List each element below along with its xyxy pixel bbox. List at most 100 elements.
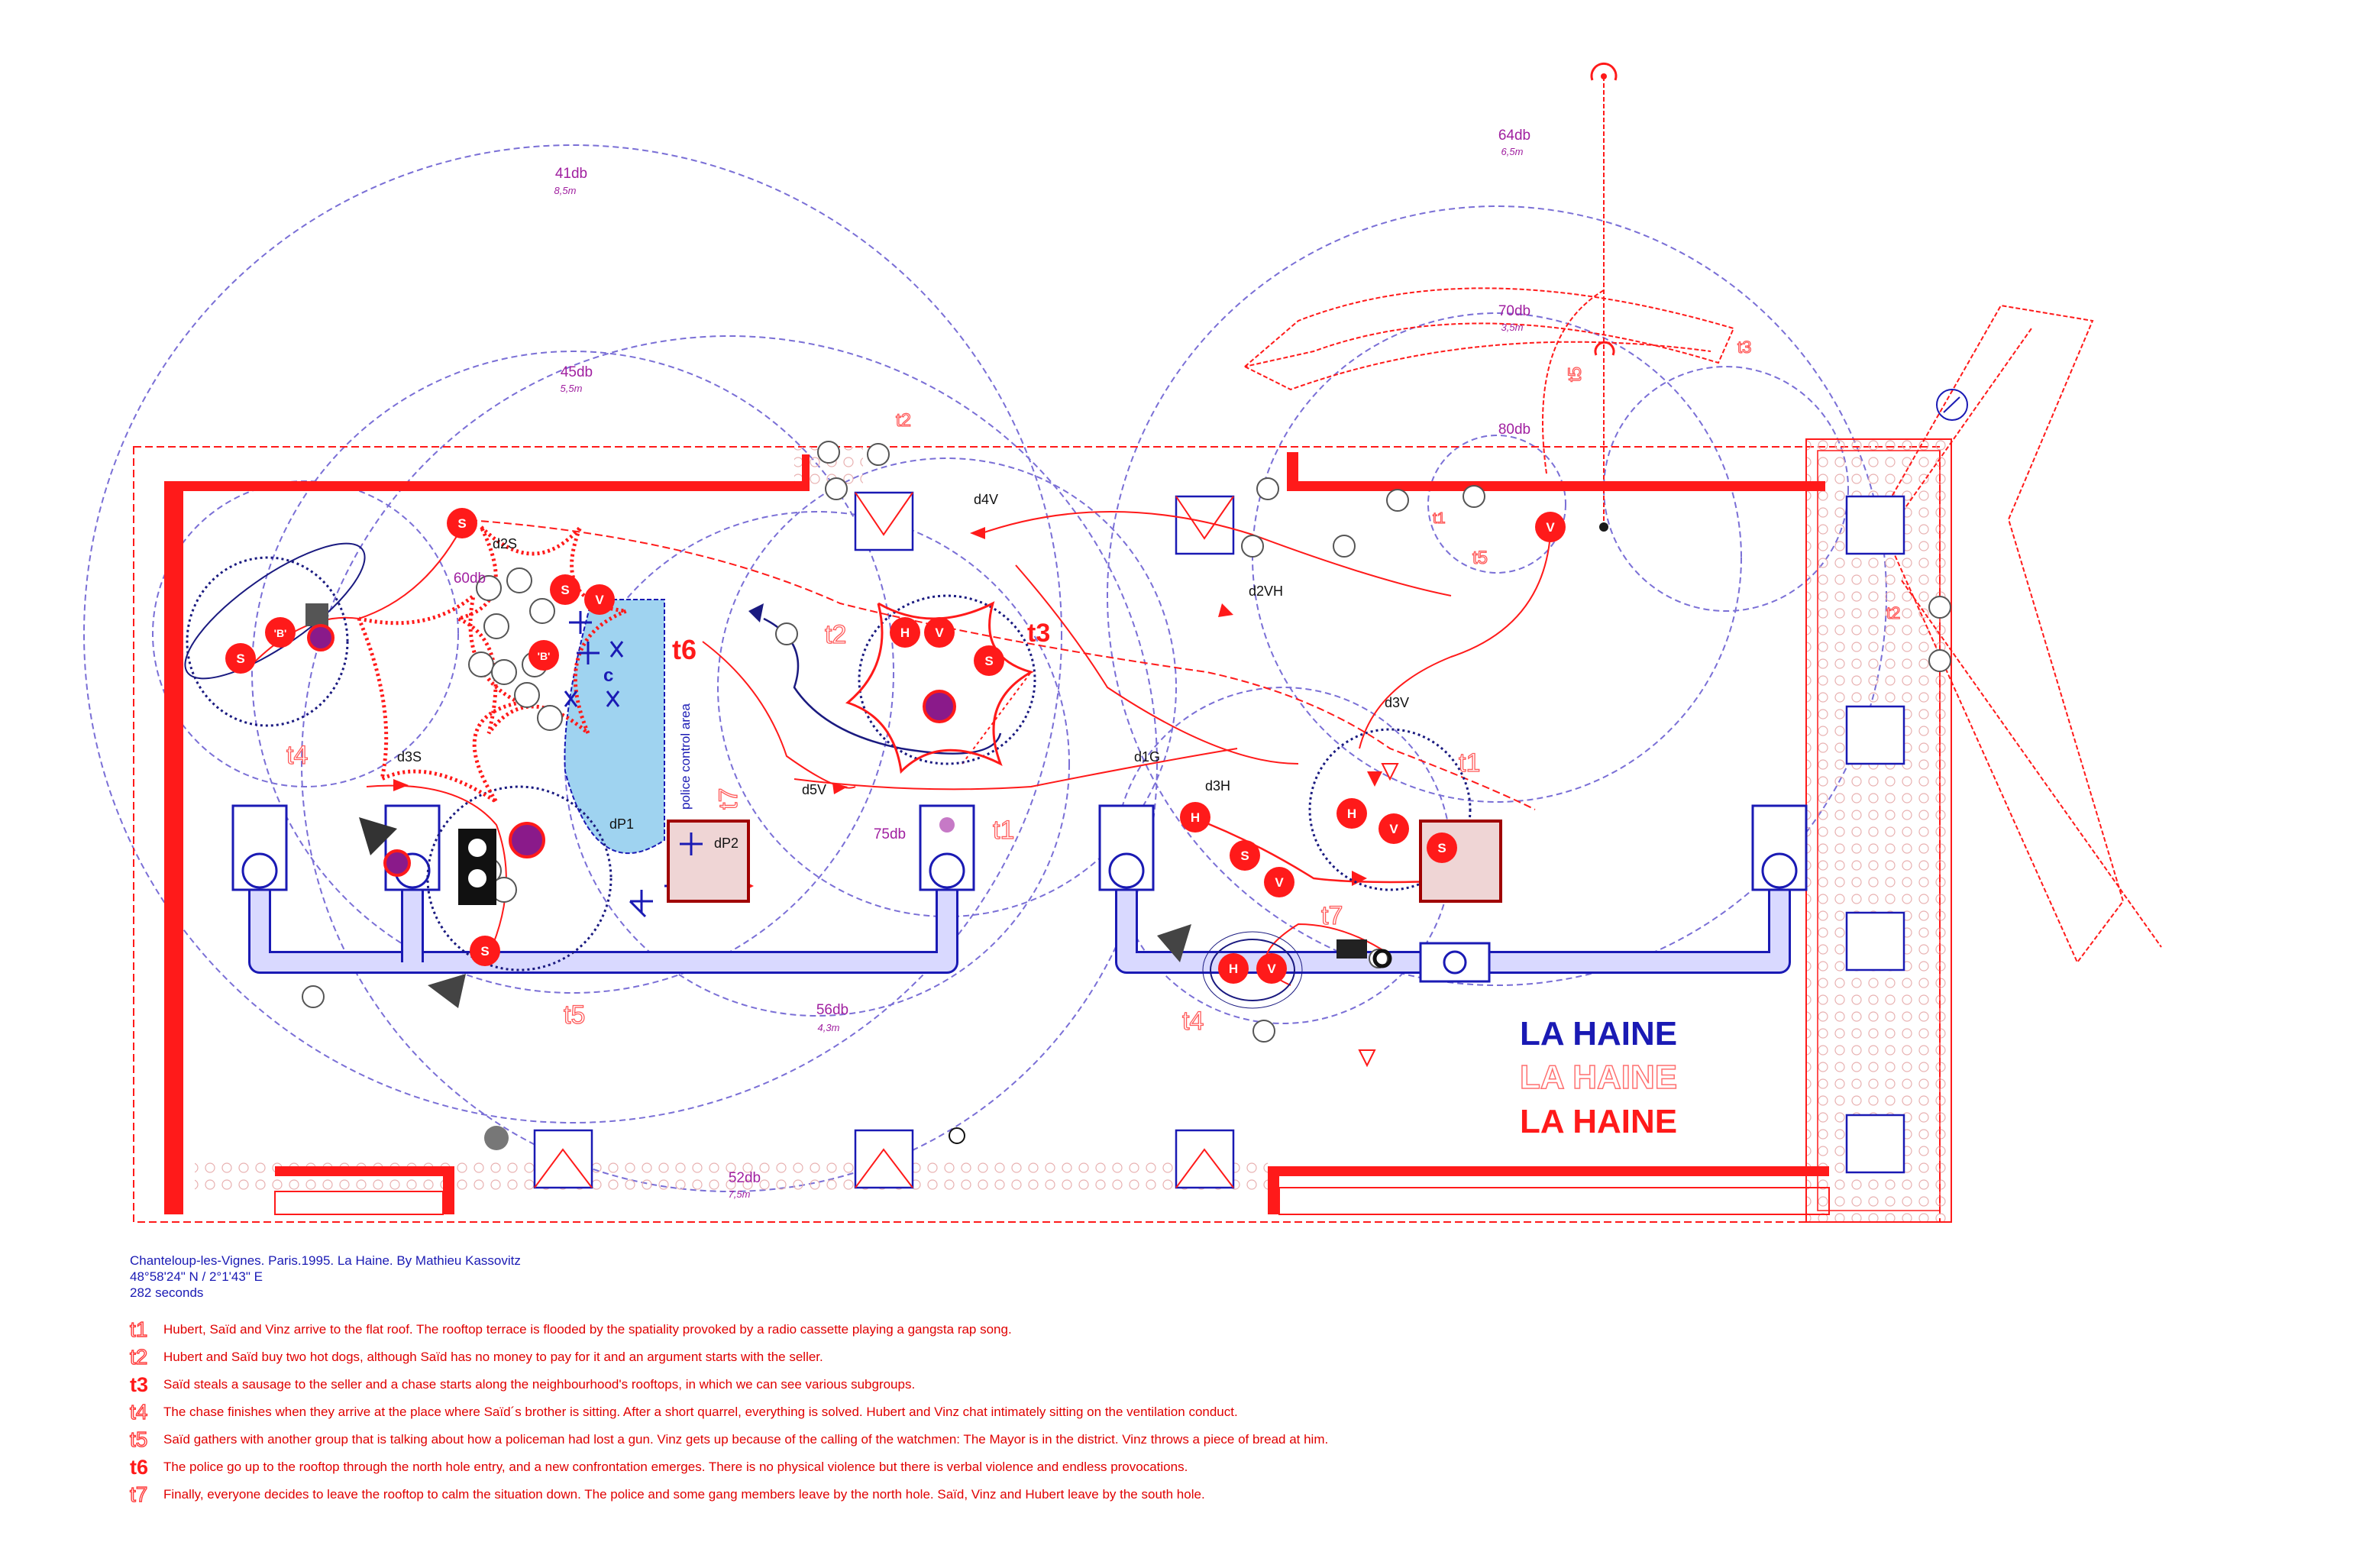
- event-code: t2: [129, 1344, 148, 1369]
- character-s: S: [550, 574, 580, 605]
- svg-text:V: V: [1389, 822, 1398, 836]
- title-red: LA HAINE: [1520, 1103, 1677, 1140]
- path-label: d3S: [397, 749, 422, 765]
- area-label: police control area: [678, 703, 693, 810]
- title-blue: LA HAINE: [1520, 1015, 1677, 1052]
- db-label: 45db: [561, 364, 593, 380]
- info-coordinates: 48°58'24" N / 2°1'43" E: [130, 1269, 263, 1284]
- character-marker: [923, 690, 956, 723]
- path-label: dP2: [714, 836, 739, 851]
- event-code: t7: [129, 1482, 148, 1506]
- svg-text:V: V: [1275, 875, 1284, 890]
- path-label: d1G: [1134, 749, 1160, 765]
- svg-text:H: H: [1347, 807, 1356, 821]
- police-control-area: police control area: [564, 599, 754, 903]
- event-code: t4: [129, 1399, 148, 1424]
- path-label: d2S: [493, 536, 517, 551]
- svg-text:'B': 'B': [274, 627, 287, 639]
- path-arrows: [393, 527, 1399, 1068]
- character-marker: [307, 624, 335, 651]
- event-item: t2 Hubert and Saïd buy two hot dogs, alth…: [129, 1343, 1657, 1371]
- sound-circle-70db: [1252, 312, 1742, 803]
- time-label-t5: t5: [564, 1001, 585, 1030]
- time-label-t4: t4: [1182, 1007, 1204, 1036]
- db-label: 60db: [454, 571, 486, 587]
- distance-label: 6,5m: [1501, 146, 1524, 157]
- time-label-t2: t2: [825, 620, 846, 649]
- title-outline: LA HAINE: [1520, 1059, 1677, 1096]
- sound-circle-45db: [251, 351, 894, 994]
- info-title: Chanteloup-les-Vignes. Paris.1995. La Ha…: [130, 1253, 521, 1268]
- db-label: 64db: [1498, 128, 1530, 144]
- svg-text:S: S: [236, 651, 244, 666]
- time-label-t2: t2: [1886, 603, 1900, 622]
- compass-icon: [1936, 389, 1968, 421]
- path-label: d2VH: [1249, 584, 1283, 599]
- character-s: S: [470, 936, 500, 966]
- character-h: H: [1218, 953, 1249, 984]
- path-label: d5V: [802, 782, 826, 797]
- character-b: 'B': [528, 640, 559, 671]
- sound-circle-80db: [1427, 435, 1566, 574]
- ventilation-ducts: [231, 804, 1808, 983]
- event-item: t3 Saïd steals a sausage to the seller an…: [130, 1371, 1657, 1398]
- path-label: d3V: [1385, 695, 1409, 710]
- distance-label: 8,5m: [554, 185, 577, 196]
- character-v: V: [1264, 867, 1294, 897]
- wedge-shapes: [1244, 76, 2162, 964]
- svg-text:H: H: [1191, 810, 1200, 825]
- distance-label: 3,5m: [1501, 322, 1524, 333]
- svg-text:S: S: [561, 583, 569, 597]
- db-label: 70db: [1498, 303, 1530, 319]
- character-h: H: [890, 617, 920, 648]
- character-h: H: [1336, 798, 1367, 829]
- antenna-icon: [1590, 63, 1618, 532]
- group-outlines: [184, 525, 1472, 1009]
- time-label-t7: t7: [1321, 901, 1343, 930]
- event-text: Saïd steals a sausage to the seller and …: [163, 1377, 916, 1392]
- event-text: Finally, everyone decides to leave the r…: [163, 1487, 1205, 1502]
- svg-text:V: V: [595, 593, 604, 607]
- character-v: V: [1379, 813, 1409, 844]
- striped-objects: [305, 603, 1392, 1150]
- character-c: c: [603, 665, 613, 686]
- character-s: S: [447, 508, 477, 538]
- svg-text:H: H: [900, 626, 910, 640]
- character-s: S: [1419, 820, 1502, 903]
- character-s: S: [974, 645, 1004, 676]
- distance-label: 4,3m: [818, 1022, 840, 1033]
- character-h: H: [1180, 802, 1210, 832]
- info-block: Chanteloup-les-Vignes. Paris.1995. La Ha…: [130, 1253, 521, 1301]
- character-marker: [383, 849, 411, 877]
- event-code: t3: [130, 1372, 149, 1396]
- path-label: d4V: [974, 492, 998, 507]
- event-item: t7 Finally, everyone decides to leave the…: [129, 1481, 1657, 1508]
- character-marker: [509, 822, 545, 858]
- sound-circle-52db: [301, 335, 1158, 1192]
- svg-text:V: V: [1267, 962, 1276, 976]
- time-label-t4: t4: [286, 741, 308, 770]
- roof-outline: [133, 438, 1952, 1223]
- path-label: dP1: [609, 816, 634, 832]
- event-text: The police go up to the rooftop through …: [163, 1460, 1188, 1474]
- info-duration: 282 seconds: [130, 1285, 204, 1300]
- character-v: V: [1535, 512, 1566, 542]
- svg-text:S: S: [984, 654, 993, 668]
- svg-text:S: S: [1437, 841, 1446, 855]
- time-label-t1: t1: [1433, 510, 1446, 527]
- db-label: 75db: [874, 826, 906, 842]
- characters: S S S V H V S V H S V H V H V S S 'B' 'B…: [225, 508, 1566, 984]
- sound-source: [939, 817, 955, 832]
- time-label-t5: t5: [1565, 367, 1585, 382]
- vent-boxes: [533, 491, 1905, 1189]
- svg-text:'B': 'B': [538, 650, 551, 662]
- time-label-t3: t3: [1737, 338, 1751, 357]
- event-text: Hubert and Saïd buy two hot dogs, althou…: [163, 1350, 823, 1364]
- event-code: t1: [129, 1317, 148, 1341]
- db-label: 56db: [816, 1002, 848, 1018]
- db-label: 80db: [1498, 422, 1530, 438]
- police-markers: [564, 611, 703, 918]
- character-b: 'B': [265, 617, 296, 648]
